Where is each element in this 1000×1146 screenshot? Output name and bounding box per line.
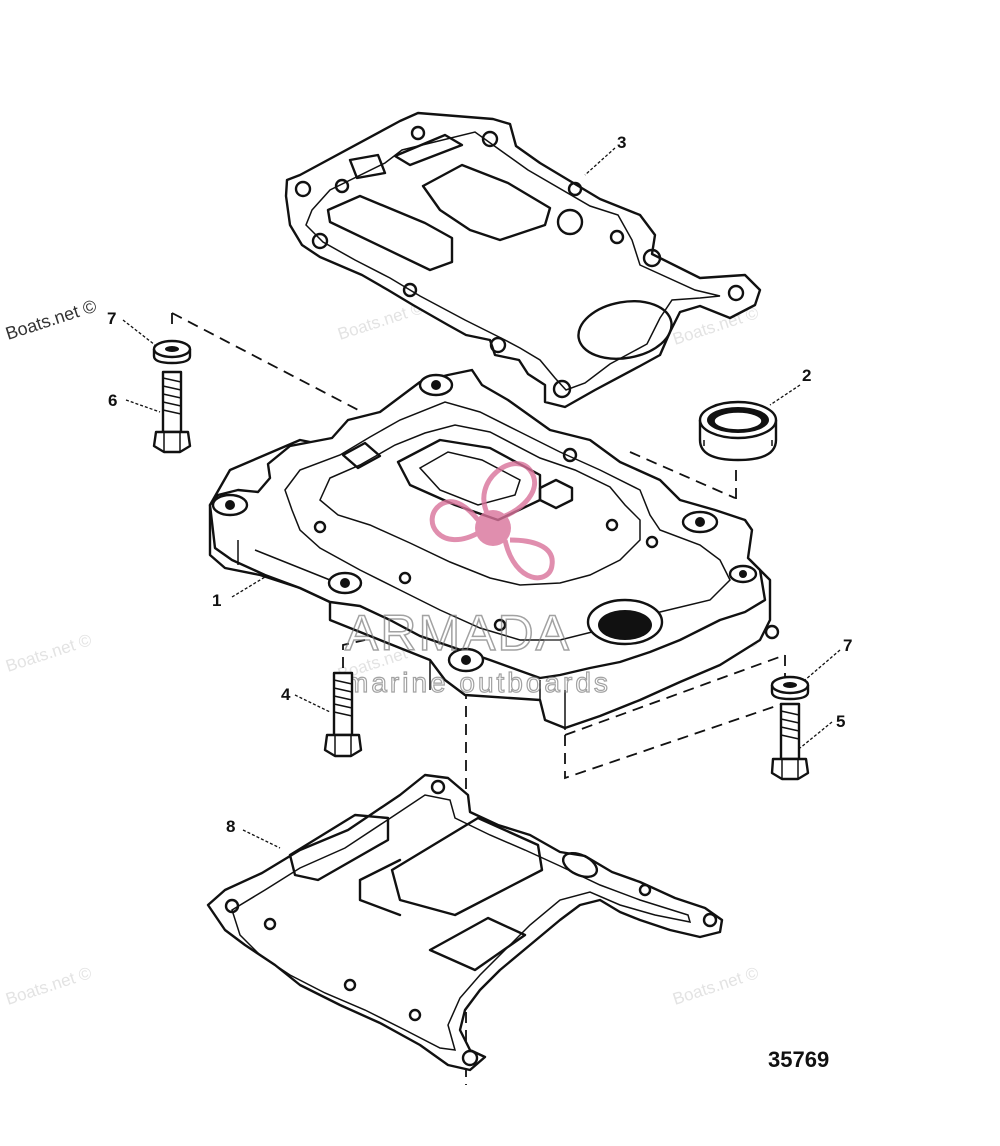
callout-labels: 1 2 3 4 5 6 7 7 8 (107, 133, 852, 836)
callout-7-left: 7 (107, 309, 116, 328)
leader-lines (122, 147, 841, 849)
armada-logo: ARMADA marine outboards (344, 461, 611, 699)
callout-2: 2 (802, 366, 811, 385)
watermark-corner: Boats.net © (3, 296, 99, 344)
bolt-6 (152, 370, 192, 454)
upper-gasket (284, 111, 762, 409)
brand-tagline: marine outboards (345, 667, 611, 698)
callout-3: 3 (617, 133, 626, 152)
watermark: Boats.net © (3, 630, 94, 676)
callout-8: 8 (226, 817, 235, 836)
brand-name: ARMADA (345, 605, 571, 661)
lower-gasket (206, 773, 724, 1072)
figure-number: 35769 (768, 1047, 829, 1072)
callout-4: 4 (281, 685, 291, 704)
seal (698, 400, 778, 462)
callout-5: 5 (836, 712, 845, 731)
bolt-4 (323, 671, 363, 758)
washer-right (770, 675, 810, 701)
callout-1: 1 (212, 591, 221, 610)
washer-left (152, 339, 192, 365)
callout-7-right: 7 (843, 636, 852, 655)
callout-6: 6 (108, 391, 117, 410)
watermark: Boats.net © (670, 963, 761, 1009)
watermark: Boats.net © (3, 963, 94, 1009)
bolt-5 (770, 702, 810, 781)
